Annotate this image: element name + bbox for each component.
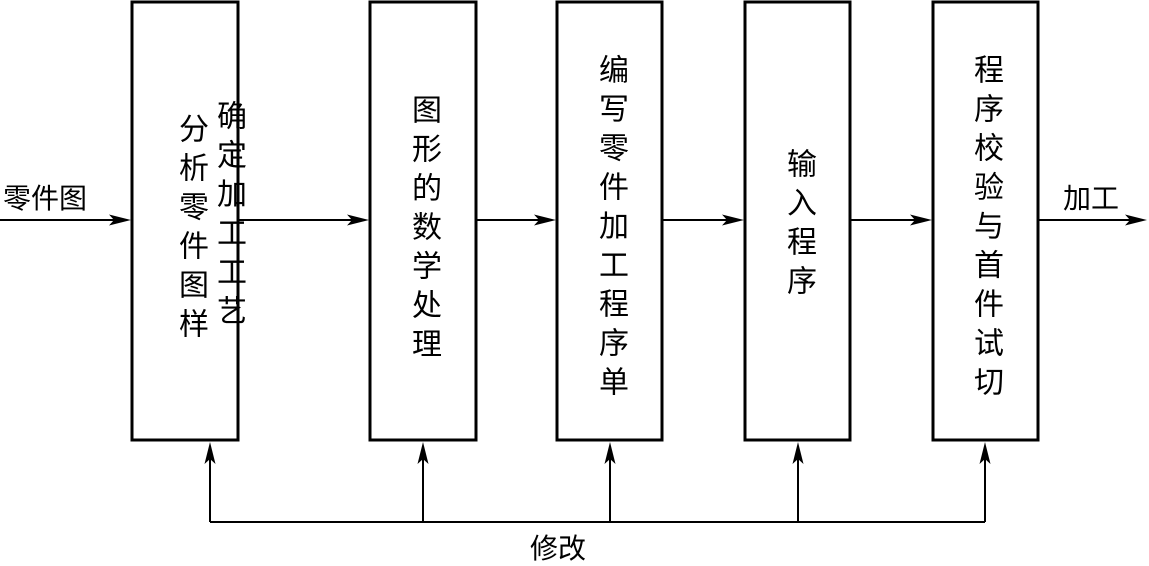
feedback-arrowhead-5 xyxy=(979,442,991,464)
step-2-text: 图形的数学处理 xyxy=(406,94,441,367)
feedback-arrowhead-2 xyxy=(417,442,429,464)
arrowhead-1-2 xyxy=(347,214,369,226)
feedback-arrowhead-1 xyxy=(204,442,216,464)
step-5-text: 程序校验与首件试切 xyxy=(968,54,1003,405)
step-4-text: 输入程序 xyxy=(781,148,816,304)
input-label: 零件图 xyxy=(3,182,88,215)
step-1-text-right: 确定加工工艺 xyxy=(211,100,246,334)
output-label: 加工 xyxy=(1063,182,1120,215)
arrowhead-4-5 xyxy=(910,214,932,226)
feedback-label: 修改 xyxy=(530,532,587,565)
feedback-arrowhead-4 xyxy=(792,442,804,464)
arrowhead-output xyxy=(1125,214,1147,226)
arrowhead-input xyxy=(109,214,131,226)
feedback-arrowhead-3 xyxy=(604,442,616,464)
arrowhead-3-4 xyxy=(722,214,744,226)
arrowhead-2-3 xyxy=(534,214,556,226)
step-3-text: 编写零件加工程序单 xyxy=(593,54,628,405)
step-1-text-left: 分析零件图样 xyxy=(173,113,208,347)
